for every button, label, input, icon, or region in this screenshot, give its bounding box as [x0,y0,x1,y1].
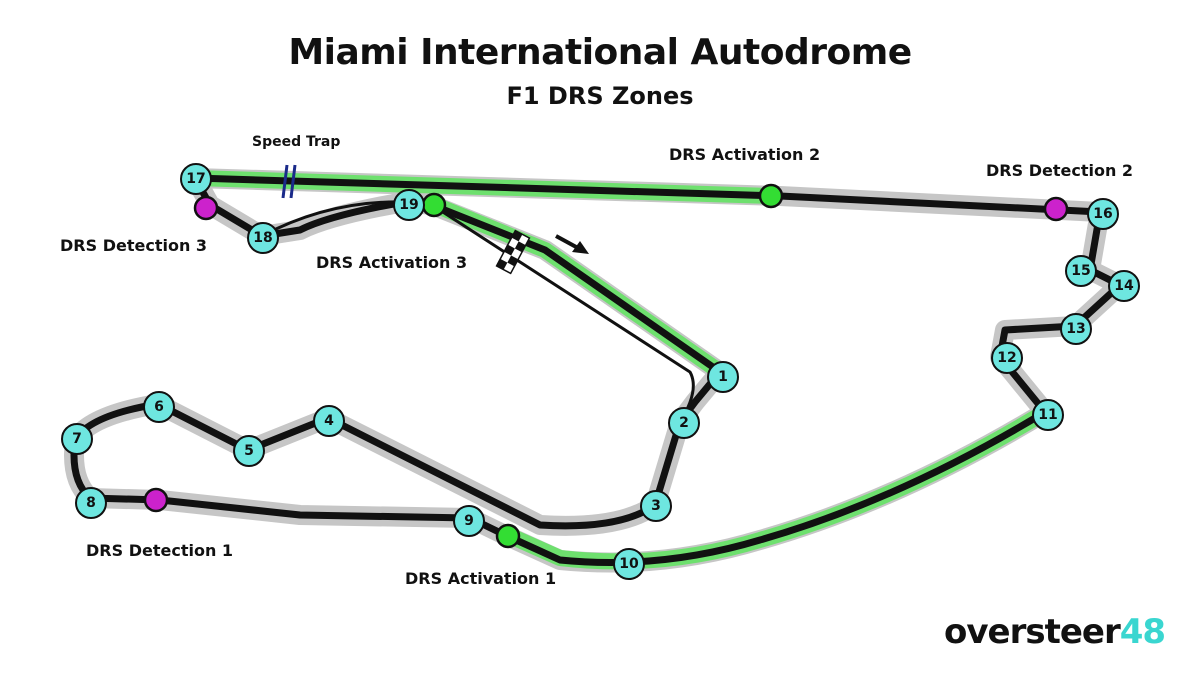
page-subtitle: F1 DRS Zones [506,82,694,110]
turn-14-marker: 14 [1108,270,1140,302]
drs-detection-1-label: DRS Detection 1 [86,541,234,560]
drs-detection-3-point [193,195,219,221]
drs-zone-1 [500,404,1053,570]
drs-detection-2-point [1043,196,1069,222]
speed-trap-label: Speed Trap [252,134,341,150]
drs-detection-3-label: DRS Detection 3 [60,236,208,255]
turn-8-marker: 8 [75,487,107,519]
turn-6-marker: 6 [143,391,175,423]
logo-number: 48 [1119,612,1166,652]
drs-detection-1-point [143,487,169,513]
drs-activation-3-label: DRS Activation 3 [316,253,468,272]
turn-18-marker: 18 [247,222,279,254]
turn-1-marker: 1 [707,361,739,393]
turn-19-marker: 19 [393,189,425,221]
speed-trap-marker [281,164,297,199]
logo-word: oversteer [944,612,1121,652]
turn-12-marker: 12 [991,342,1023,374]
turn-13-marker: 13 [1060,313,1092,345]
drs-detection-2-label: DRS Detection 2 [986,161,1134,180]
turn-17-marker: 17 [180,163,212,195]
oversteer48-logo: oversteer48 [944,612,1166,652]
turn-2-marker: 2 [668,407,700,439]
drs-zones [187,170,1053,570]
drs-activation-2-label: DRS Activation 2 [669,145,821,164]
direction-arrow [555,234,589,254]
drs-activation-1-point [495,523,521,549]
turn-3-marker: 3 [640,490,672,522]
drs-activation-2-point [758,183,784,209]
turn-7-marker: 7 [61,423,93,455]
turn-11-marker: 11 [1032,399,1064,431]
track [70,174,1124,566]
drs-zone-3 [427,197,728,380]
turn-16-marker: 16 [1087,198,1119,230]
start-finish-flag [495,229,531,275]
turn-4-marker: 4 [313,405,345,437]
drs-activation-1-label: DRS Activation 1 [405,569,557,588]
turn-10-marker: 10 [613,548,645,580]
drs-activation-3-point [421,192,447,218]
turn-15-marker: 15 [1065,255,1097,287]
page-title: Miami International Autodrome [288,32,912,73]
turn-9-marker: 9 [453,505,485,537]
turn-5-marker: 5 [233,435,265,467]
